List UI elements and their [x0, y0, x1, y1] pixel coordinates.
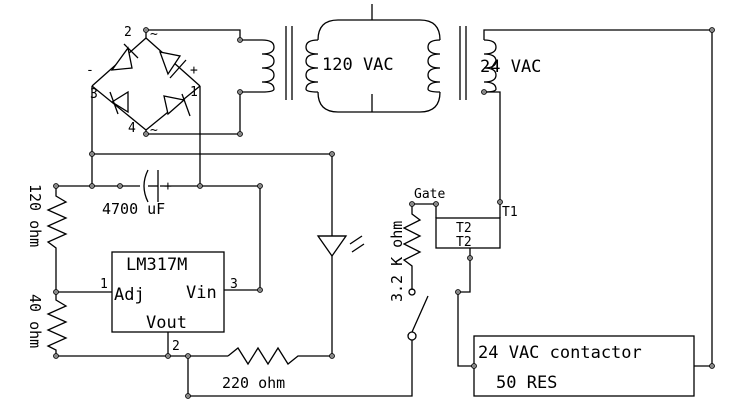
- switch-lever: [411, 295, 429, 333]
- junction-dot: [471, 363, 477, 369]
- triac-t1-label: T1: [502, 205, 518, 220]
- wire-24vac-to-t1: [484, 91, 501, 202]
- resistor-40ohm: [46, 292, 68, 356]
- xfmr-right-secondary-coil: [483, 39, 497, 93]
- wire-bottom-to-switch: [187, 340, 413, 397]
- resistor-220ohm: [227, 346, 332, 366]
- bridge-rectifier: 2 ~ - 3 + 1 4 ~: [86, 25, 201, 138]
- bridge-plus-label: +: [190, 63, 198, 78]
- junction-dot: [53, 353, 59, 359]
- junction-dot: [409, 201, 415, 207]
- junction-dot: [257, 287, 263, 293]
- wire-120vac-bottom: [317, 91, 441, 113]
- junction-dot: [497, 199, 503, 205]
- junction-dot: [143, 131, 149, 137]
- triac-gate-label: Gate: [414, 187, 445, 202]
- xfmr-left-secondary-coil: [305, 39, 319, 93]
- bridge-pin-1-label: 1: [190, 85, 198, 100]
- triac-t2-label-a: T2: [456, 221, 472, 236]
- wire-120vac-top: [317, 19, 441, 41]
- transformer-right: [427, 26, 497, 100]
- junction-dot: [481, 89, 487, 95]
- switch-contact-bottom: [407, 331, 417, 341]
- xfmr-left-primary-coil: [261, 39, 275, 93]
- junction-dot: [237, 89, 243, 95]
- triac: T2 T2 T1: [435, 205, 518, 250]
- lm317m-vin-label: Vin: [186, 283, 217, 303]
- resistor-40ohm-label: 40 ohm: [26, 294, 44, 348]
- wire-24vac-top-to-contactor: [483, 29, 713, 366]
- junction-dot: [165, 353, 171, 359]
- junction-dot: [143, 27, 149, 33]
- triac-t2-label-b: T2: [456, 235, 472, 250]
- resistor-3k2ohm: [402, 204, 422, 290]
- bridge-diode-bottom-right: [163, 93, 191, 117]
- junction-dot: [185, 393, 191, 399]
- junction-dot: [185, 353, 191, 359]
- contactor-label-line1: 24 VAC contactor: [478, 343, 642, 363]
- lm317m-pin-3: 3: [230, 277, 238, 292]
- junction-dot: [709, 27, 715, 33]
- resistor-120ohm-label: 120 ohm: [26, 184, 44, 247]
- bridge-pin-3-label: 3: [90, 87, 98, 102]
- contactor: 24 VAC contactor 50 RES: [473, 335, 695, 397]
- junction-dot: [329, 151, 335, 157]
- bridge-diode-top-left: [110, 43, 139, 71]
- junction-dot: [433, 201, 439, 207]
- junction-dot: [53, 183, 59, 189]
- triac-body: [435, 217, 501, 249]
- lm317m-name: LM317M: [126, 255, 187, 275]
- capacitor-4700uf: [143, 169, 159, 203]
- junction-dot: [329, 353, 335, 359]
- contactor-label-line2: 50 RES: [496, 373, 557, 393]
- lm317m-vout-label: Vout: [146, 313, 187, 333]
- junction-dot: [709, 363, 715, 369]
- lm317m-pin-2: 2: [172, 339, 180, 354]
- switch: [407, 288, 429, 341]
- junction-dot: [117, 183, 123, 189]
- junction-dot: [257, 183, 263, 189]
- led: [316, 212, 365, 356]
- junction-dot: [467, 255, 473, 261]
- bridge-tilde-bottom: ~: [150, 123, 158, 138]
- junction-dots: [53, 27, 715, 399]
- junction-dot: [197, 183, 203, 189]
- bridge-pin-2-label: 2: [124, 25, 132, 40]
- capacitor-label: 4700 uF: [102, 200, 165, 218]
- junction-dot: [237, 131, 243, 137]
- resistor-120ohm: [46, 186, 68, 292]
- bridge-minus-label: -: [86, 63, 94, 78]
- lm317m-pin-1: 1: [100, 277, 108, 292]
- lm317m-adj-label: Adj: [114, 285, 145, 305]
- led-ray-b: [351, 243, 365, 253]
- lm317m-regulator: LM317M Adj Vin Vout 1 3 2: [100, 251, 238, 354]
- junction-dot: [455, 289, 461, 295]
- junction-dot: [89, 151, 95, 157]
- junction-dot: [237, 37, 243, 43]
- contactor-body: [473, 335, 695, 397]
- junction-dot: [89, 183, 95, 189]
- xfmr-right-primary-coil: [427, 39, 441, 93]
- resistor-220ohm-label: 220 ohm: [222, 374, 285, 392]
- bridge-pin-4-label: 4: [128, 121, 136, 136]
- label-24vac: 24 VAC: [480, 57, 541, 77]
- wire-t2-to-contactor: [457, 248, 474, 367]
- capacitor-polarity: +: [164, 179, 172, 194]
- transformer-left: [240, 26, 319, 100]
- resistor-3k2ohm-label: 3.2 K ohm: [388, 221, 406, 302]
- bridge-diode-bottom-left: [109, 90, 129, 115]
- led-ray-a: [349, 235, 363, 245]
- bridge-tilde-top: ~: [150, 27, 158, 42]
- junction-dot: [53, 289, 59, 295]
- bridge-diode-top-right: [158, 51, 187, 79]
- label-120vac: 120 VAC: [322, 55, 394, 75]
- wire-bridge-to-xfmr-top: [145, 29, 241, 40]
